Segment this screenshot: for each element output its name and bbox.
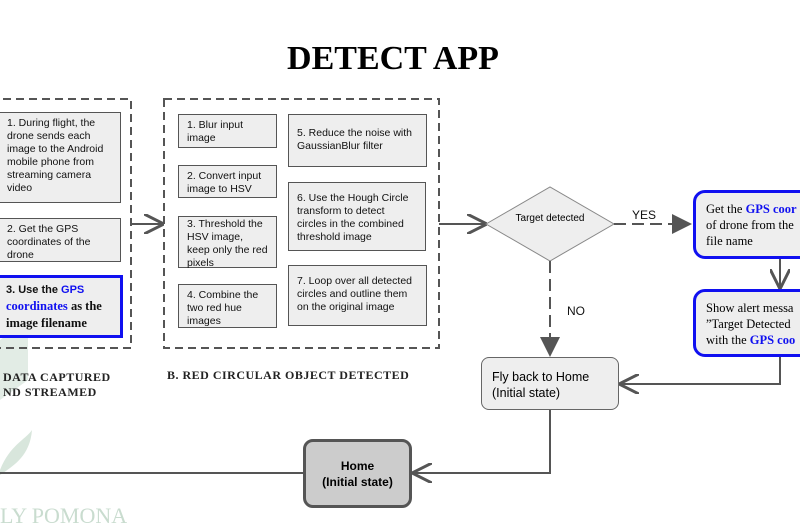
fly-back-line1: Fly back to Home [492,370,590,384]
step-b7: 7. Loop over all detected circles and ou… [288,265,427,326]
page-title: DETECT APP [287,40,499,77]
step-a2: 2. Get the GPS coordinates of the drone [0,218,121,262]
get-gps-line1-prefix: Get the [706,202,746,216]
step-b1: 1. Blur input image [178,114,277,148]
alert-line3-hl: GPS coo [749,333,796,347]
arrow-alert-to-flyback [621,357,781,384]
step-a1: 1. During flight, the drone sends each i… [0,112,121,203]
step-b5: 5. Reduce the noise with GaussianBlur fi… [288,114,427,167]
step-b3: 3. Threshold the HSV image, keep only th… [178,216,277,269]
fly-back-box: Fly back to Home (Initial state) [481,357,619,410]
get-gps-line3: file name [706,234,753,248]
alert-line1: Show alert messa [706,301,794,315]
watermark-text: LY POMONA [0,503,128,527]
step-b4: 4. Combine the two red hue images [178,284,277,328]
step-a3-suffix: as the image filename [6,299,102,330]
fly-back-line2: (Initial state) [492,386,561,400]
get-gps-line1-hl: GPS coor [745,202,797,216]
no-label: NO [567,304,585,318]
alert-line2: ”Target Detected [706,317,791,331]
get-gps-line2: of drone from the [706,218,794,232]
arrow-flyback-to-home [414,410,551,473]
home-line1: Home [340,459,375,473]
get-gps-box: Get the GPS coor of drone from the file … [693,190,800,259]
step-a3-coordinates: coordinates [6,299,68,313]
alert-box: Show alert messa ”Target Detected with t… [693,289,800,357]
home-line2: (Initial state) [322,475,393,489]
alert-line3-prefix: with the [706,333,750,347]
step-b6: 6. Use the Hough Circle transform to det… [288,182,426,251]
section-b-caption: B. RED CIRCULAR OBJECT DETECTED [167,368,410,382]
section-a-caption-line1: DATA CAPTURED [3,370,111,384]
step-a3-gps: GPS [61,284,85,296]
yes-label: YES [632,208,657,222]
step-a3: 3. Use the GPS coordinates as the image … [0,275,123,338]
home-box: Home (Initial state) [303,439,412,508]
section-a-caption: DATA CAPTURED ND STREAMED [3,370,111,400]
section-a-caption-line2: ND STREAMED [3,385,97,399]
decision-label: Target detected [515,213,585,224]
section-b-frame [163,98,440,349]
step-b2: 2. Convert input image to HSV [178,165,277,198]
step-a3-prefix: 3. Use the [6,284,62,296]
